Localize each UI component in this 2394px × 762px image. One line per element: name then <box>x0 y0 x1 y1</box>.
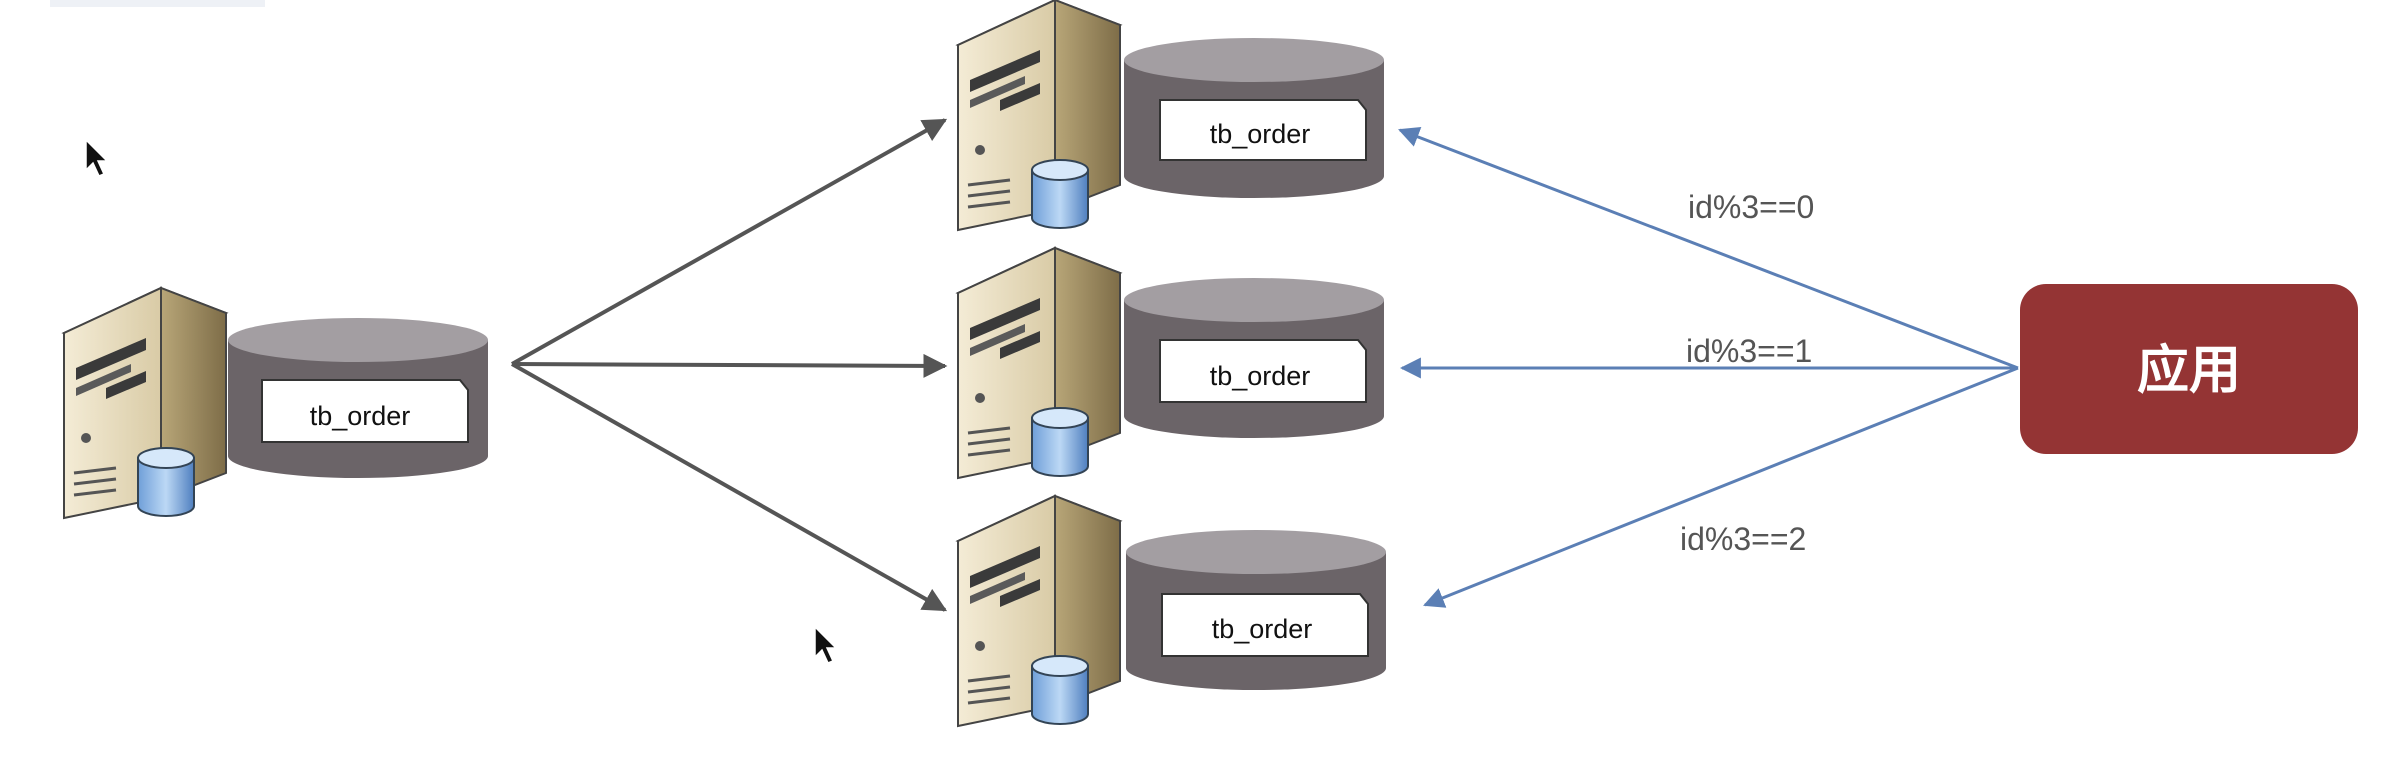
cursor-icon <box>85 138 109 177</box>
shard-node-1: tb_order <box>956 0 1384 232</box>
routing-rule-label-1: id%3==0 <box>1688 189 1814 225</box>
routing-arrow-3 <box>1423 366 2019 608</box>
routing-arrows <box>1398 126 2019 608</box>
shard-3-table-label: tb_order <box>1212 614 1313 644</box>
fan-out-arrows <box>511 118 948 612</box>
fan-out-arrow-3 <box>511 362 948 612</box>
shard-1-table-box <box>1159 99 1367 161</box>
routing-rule-label-2: id%3==1 <box>1686 333 1812 369</box>
app-node: 应用 <box>2020 284 2358 454</box>
shard-3-server-icon <box>956 494 1122 728</box>
shard-node-3: tb_order <box>956 494 1386 728</box>
fan-out-arrow-1 <box>511 118 948 366</box>
shard-1-table-label: tb_order <box>1210 119 1311 149</box>
top-artifact <box>50 0 265 7</box>
source-table-box <box>261 379 469 443</box>
cursor-icon <box>814 625 838 664</box>
app-box <box>2020 284 2358 454</box>
source-table-label: tb_order <box>310 401 411 431</box>
shard-3-table-box <box>1161 593 1369 657</box>
source-server-icon <box>62 286 228 520</box>
routing-rule-label-3: id%3==2 <box>1680 521 1806 557</box>
app-label: 应用 <box>2137 341 2241 401</box>
fan-out-arrow-2 <box>511 353 948 378</box>
shard-2-table-box <box>1159 339 1367 403</box>
routing-arrow-1 <box>1398 126 2019 370</box>
shard-node-2: tb_order <box>956 246 1384 480</box>
shard-2-server-icon <box>956 246 1122 480</box>
shard-1-server-icon <box>956 0 1122 232</box>
source-node: tb_order <box>62 286 488 520</box>
shard-2-table-label: tb_order <box>1210 361 1311 391</box>
